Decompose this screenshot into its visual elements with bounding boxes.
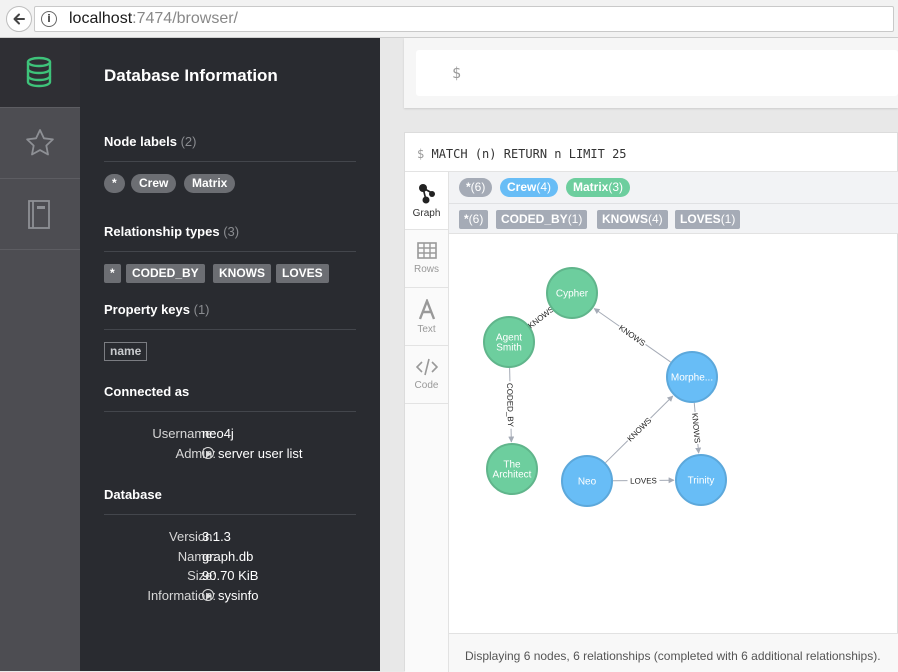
db-name-value: graph.db <box>202 549 253 564</box>
graph-node-label: Trinity <box>688 476 715 487</box>
graph-node-label: Architect <box>493 470 532 481</box>
graph-node-cypher[interactable]: Cypher <box>547 268 597 318</box>
graph-edge-label: CODED_BY <box>505 383 515 428</box>
tab-rows[interactable]: Rows <box>405 230 448 288</box>
graph-edge-label: KNOWS <box>617 323 647 348</box>
legend-rel-knows[interactable]: KNOWS(4) <box>597 210 668 229</box>
graph-node-label: Smith <box>496 343 522 354</box>
sysinfo-link[interactable]: sysinfo <box>202 588 258 603</box>
db-name-label: Name: <box>104 549 216 564</box>
rel-type-chip-knows[interactable]: KNOWS <box>213 264 271 283</box>
graph-edge-label: LOVES <box>630 476 657 485</box>
graph-edge-knows[interactable]: KNOWS <box>594 308 671 362</box>
graph-node-trinity[interactable]: Trinity <box>676 455 726 505</box>
graph-edge-coded-by[interactable]: CODED_BY <box>505 368 515 442</box>
divider <box>104 514 356 515</box>
node-label-chip-crew[interactable]: Crew <box>131 174 176 193</box>
tab-code[interactable]: Code <box>405 346 448 404</box>
graph-legend: *(6) Crew(4) Matrix(3) *(6) CODED_BY(1) … <box>449 172 898 234</box>
divider <box>104 251 356 252</box>
size-label: Size: <box>104 568 216 583</box>
graph-node-neo[interactable]: Neo <box>562 456 612 506</box>
editor-prompt: $ <box>452 64 461 82</box>
status-bar: Displaying 6 nodes, 6 relationships (com… <box>449 633 898 672</box>
address-bar[interactable]: i localhost:7474/browser/ <box>34 6 894 32</box>
rel-type-chip-coded-by[interactable]: CODED_BY <box>126 264 205 283</box>
editor-bar: $ <box>404 38 898 108</box>
username-value: neo4j <box>202 426 234 441</box>
text-icon <box>417 299 437 321</box>
rel-type-chip-loves[interactable]: LOVES <box>276 264 329 283</box>
divider <box>104 161 356 162</box>
database-heading: Database <box>104 487 162 502</box>
database-icon <box>24 56 54 88</box>
book-icon <box>24 198 54 232</box>
graph-node-morpheus[interactable]: Morphe... <box>667 352 717 402</box>
site-info-icon[interactable]: i <box>41 11 57 27</box>
graph-node-label: Neo <box>578 477 597 488</box>
graph-icon <box>417 183 437 205</box>
graph-edge-knows[interactable]: KNOWS <box>690 403 702 453</box>
version-label: Version: <box>104 529 216 544</box>
version-value: 3.1.3 <box>202 529 231 544</box>
database-info-drawer: Database Information Node labels (2) * C… <box>80 38 380 671</box>
result-frame: $ MATCH (n) RETURN n LIMIT 25 Graph <box>404 132 898 671</box>
connected-as-heading: Connected as <box>104 384 189 399</box>
divider <box>104 329 356 330</box>
back-button[interactable] <box>6 6 32 32</box>
tab-text[interactable]: Text <box>405 288 448 346</box>
server-user-list-link[interactable]: server user list <box>202 446 303 461</box>
legend-rel-loves[interactable]: LOVES(1) <box>675 210 740 229</box>
graph-node-label: Morphe... <box>671 373 713 384</box>
back-arrow-icon <box>11 11 27 27</box>
property-key-chip-name[interactable]: name <box>104 342 147 361</box>
property-keys-heading: Property keys (1) <box>104 302 210 317</box>
graph-edge-loves[interactable]: LOVES <box>613 476 674 485</box>
main-stream: $ $ MATCH (n) RETURN n LIMIT 25 Graph <box>380 38 898 671</box>
code-icon <box>416 357 438 377</box>
play-icon <box>202 447 214 459</box>
legend-label-all[interactable]: *(6) <box>459 178 492 197</box>
sidebar-rail <box>0 38 80 671</box>
legend-rel-coded-by[interactable]: CODED_BY(1) <box>496 210 587 229</box>
node-labels-heading: Node labels (2) <box>104 134 196 149</box>
rel-type-chip-all[interactable]: * <box>104 264 121 283</box>
username-label: Username: <box>104 426 216 441</box>
divider <box>449 203 898 204</box>
size-value: 90.70 KiB <box>202 568 258 583</box>
graph-edge-label: KNOWS <box>626 416 654 444</box>
table-icon <box>417 241 437 261</box>
tab-graph[interactable]: Graph <box>405 172 448 230</box>
url-text[interactable]: localhost:7474/browser/ <box>69 10 238 28</box>
drawer-title: Database Information <box>104 66 278 86</box>
sidebar-item-database[interactable] <box>0 38 80 108</box>
information-label: Information: <box>104 588 216 603</box>
play-icon <box>202 589 214 601</box>
admin-label: Admin: <box>104 446 216 461</box>
divider <box>104 411 356 412</box>
graph-edge-knows[interactable]: KNOWS <box>605 396 672 463</box>
graph-edge-label: KNOWS <box>690 413 702 444</box>
sidebar-item-documents[interactable] <box>0 180 80 250</box>
node-label-chip-matrix[interactable]: Matrix <box>184 174 235 193</box>
relationship-types-heading: Relationship types (3) <box>104 224 239 239</box>
legend-label-crew[interactable]: Crew(4) <box>500 178 558 197</box>
browser-toolbar: i localhost:7474/browser/ <box>0 0 898 38</box>
frame-query[interactable]: $ MATCH (n) RETURN n LIMIT 25 <box>417 147 627 161</box>
legend-label-matrix[interactable]: Matrix(3) <box>566 178 630 197</box>
sidebar-item-favorites[interactable] <box>0 109 80 179</box>
graph-node-label: Cypher <box>556 289 589 300</box>
query-editor[interactable]: $ <box>416 50 898 96</box>
status-text: Displaying 6 nodes, 6 relationships (com… <box>465 649 881 663</box>
view-tabs: Graph Rows Text <box>405 172 449 672</box>
star-icon <box>24 127 56 159</box>
legend-rel-all[interactable]: *(6) <box>459 210 488 229</box>
node-label-chip-all[interactable]: * <box>104 174 125 193</box>
